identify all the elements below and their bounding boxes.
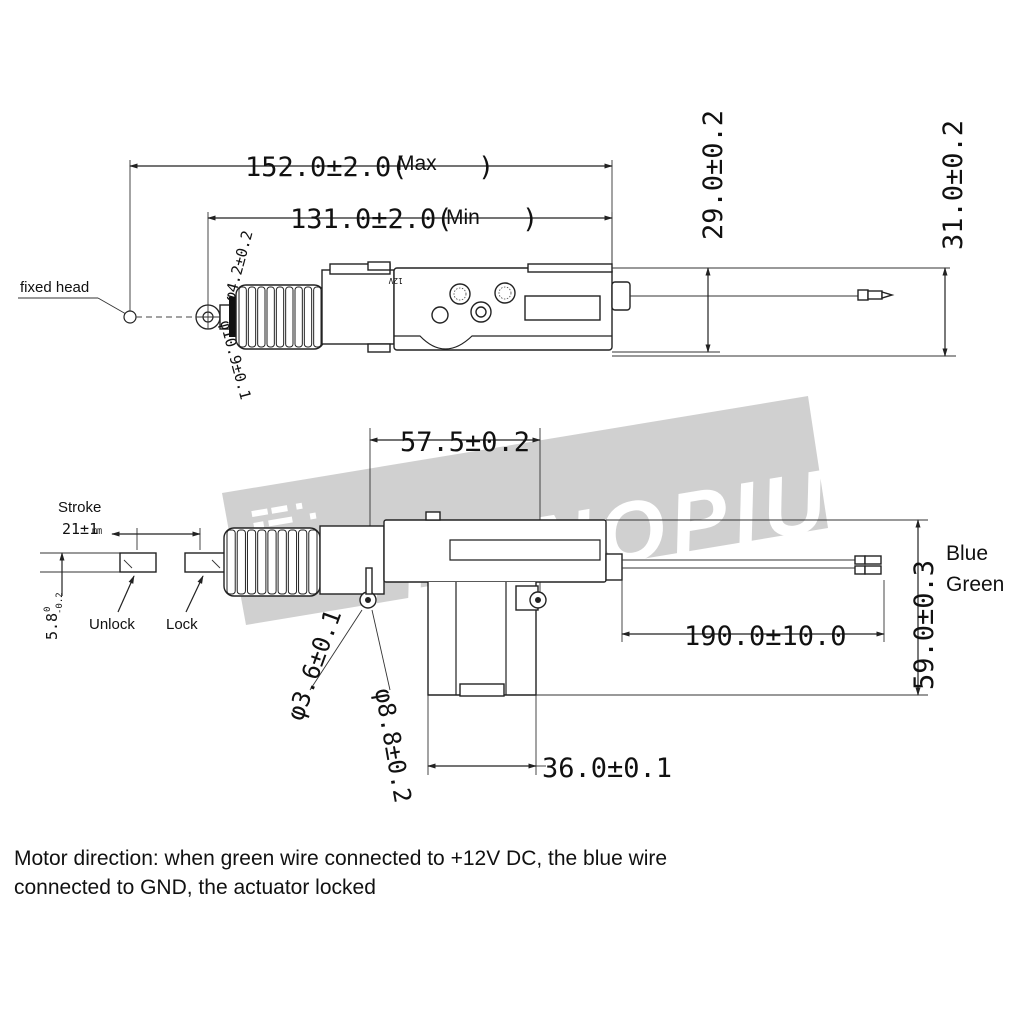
width-36-dim: 36.0±0.1 — [542, 753, 672, 784]
voltage-mark: 12V — [388, 276, 403, 285]
boot-rib — [247, 286, 257, 348]
boot-rib — [257, 529, 267, 595]
dial-1-icon — [449, 283, 471, 305]
rod-unlock — [119, 552, 157, 573]
boot-rib — [246, 529, 257, 595]
min-close-paren: ) — [522, 204, 538, 235]
min-length-dim: 131.0±2.0( — [290, 204, 453, 235]
boot-rib — [285, 286, 294, 348]
max-length-dim: 152.0±2.0( — [245, 152, 408, 183]
side-view: 57.5±0.2 Stroke 21±1 ㎜ 5.8 0 -0.2 Unlock… — [40, 427, 1004, 805]
fixed-head-point — [123, 310, 137, 324]
wire-terminal-top-icon — [857, 289, 895, 301]
stroke-label: Stroke — [58, 499, 101, 516]
note-line-1: Motor direction: when green wire connect… — [14, 847, 668, 870]
dial-2-icon — [494, 282, 516, 304]
boot-rib — [287, 529, 298, 595]
stroke-dim: 21±1 — [62, 520, 98, 538]
boot-rib — [236, 529, 246, 595]
boot-rib — [257, 286, 266, 348]
boot-rib — [298, 529, 308, 595]
boot-rib — [313, 286, 322, 348]
fixed-head-label: fixed head — [20, 279, 89, 296]
green-wire-label: Green — [946, 573, 1004, 596]
rubber-boot-top — [235, 284, 325, 350]
height-31-dim: 31.0±0.2 — [938, 120, 969, 250]
boot-rib — [294, 286, 303, 348]
boot-rib — [308, 529, 318, 595]
top-view: 152.0±2.0( Max ) 131.0±2.0( Min ) fixed … — [18, 110, 969, 402]
motor-direction-note: Motor direction: when green wire connect… — [14, 844, 834, 902]
max-word: Max — [397, 152, 437, 175]
boot-rib — [226, 529, 236, 595]
width-57-5-dim: 57.5±0.2 — [400, 427, 530, 458]
wire-190-dim: 190.0±10.0 — [684, 621, 847, 652]
boot-rib — [275, 286, 285, 348]
boot-rib — [238, 286, 247, 348]
rod-dia-dim: 5.8 — [43, 613, 61, 640]
note-line-2: connected to GND, the actuator locked — [14, 876, 376, 899]
label-window — [524, 295, 601, 321]
height-29-dim: 29.0±0.2 — [698, 110, 729, 240]
height-59-dim: 59.0±0.3 — [909, 560, 940, 690]
rod-lock — [184, 552, 226, 573]
unlock-label: Unlock — [89, 616, 135, 633]
boot-rib — [266, 286, 275, 348]
lock-label: Lock — [166, 616, 198, 633]
rubber-boot-side — [223, 527, 321, 597]
min-word: Min — [446, 206, 480, 229]
wire-terminals-side-icon — [854, 555, 882, 575]
boot-rib — [303, 286, 313, 348]
stroke-unit: ㎜ — [92, 526, 102, 537]
blue-wire-label: Blue — [946, 542, 988, 565]
dia-3-6-dim: φ3.6±0.1 — [281, 606, 347, 724]
max-close-paren: ) — [478, 152, 494, 183]
rod-tol-lower: -0.2 — [55, 592, 65, 614]
boot-rib — [267, 529, 277, 595]
dia-8-8-dim: φ8.8±0.2 — [369, 686, 417, 805]
boot-rib — [277, 529, 287, 595]
hole-1-icon — [431, 306, 449, 324]
rod-tol-upper: 0 — [43, 607, 53, 612]
